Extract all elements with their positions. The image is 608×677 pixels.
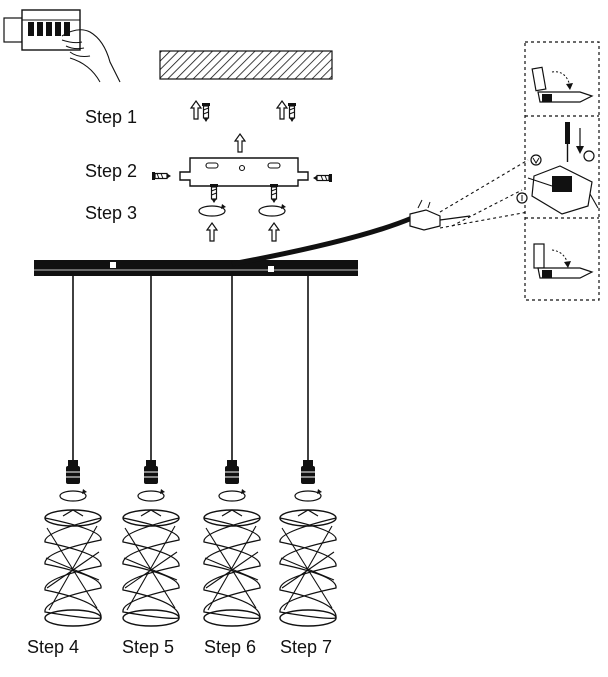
step1-screws xyxy=(190,100,297,123)
step-7-label: Step 7 xyxy=(280,637,333,657)
mounting-bracket xyxy=(151,133,333,187)
step-3-label: Step 3 xyxy=(85,203,138,223)
pendant-3 xyxy=(203,276,261,627)
canopy-bar xyxy=(34,260,358,276)
terminal-block-icon xyxy=(516,150,599,215)
wire-connection-detail xyxy=(516,41,600,301)
step-2-label: Step 2 xyxy=(85,161,138,181)
step-4-label: Step 4 xyxy=(27,637,80,657)
lever-open-icon xyxy=(531,66,594,103)
pendant-1 xyxy=(44,276,102,627)
callout-lines xyxy=(439,159,529,229)
pendant-2 xyxy=(122,276,180,627)
wire-connector-icon xyxy=(409,199,471,231)
breaker-panel-icon xyxy=(3,9,121,83)
power-cord xyxy=(231,215,413,267)
step-6-label: Step 6 xyxy=(204,637,257,657)
step-5-label: Step 5 xyxy=(122,637,175,657)
pendant-4 xyxy=(279,276,337,627)
screwdriver-icon xyxy=(565,122,584,162)
step-1-label: Step 1 xyxy=(85,107,138,127)
lever-closed-icon xyxy=(533,243,594,279)
ceiling-hatch xyxy=(159,50,333,80)
step3-screws xyxy=(198,183,287,242)
